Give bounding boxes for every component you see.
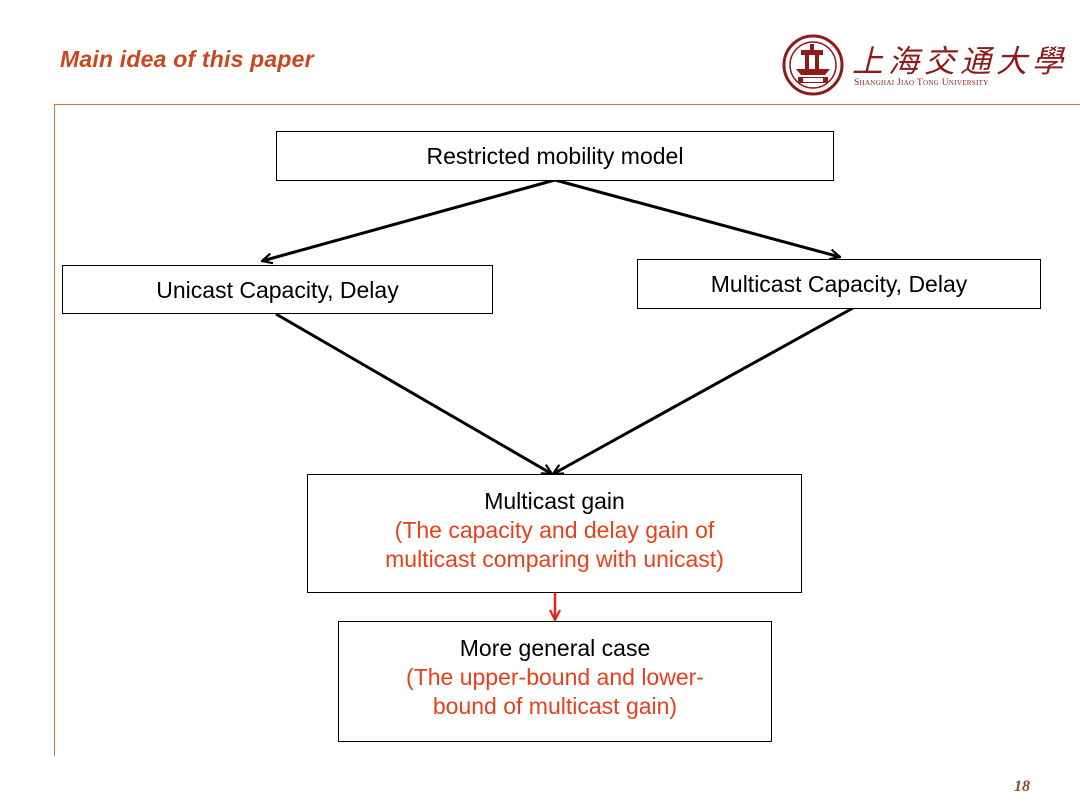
- slide-title: Main idea of this paper: [60, 46, 314, 72]
- arrow-unicast-to-gain: [275, 312, 552, 476]
- node-label: Multicast gain: [484, 488, 625, 514]
- node-note-line: multicast comparing with unicast): [385, 546, 724, 572]
- university-seal-icon: [782, 34, 844, 96]
- left-rule: [54, 104, 55, 756]
- logo-chinese-name: 上海交通大學: [852, 44, 1068, 80]
- logo-english-name: Shanghai Jiao Tong University: [854, 78, 989, 88]
- node-note-line: bound of multicast gain): [432, 693, 678, 719]
- node-restricted-mobility-model: Restricted mobility model: [276, 131, 834, 181]
- node-unicast-capacity-delay: Unicast Capacity, Delay: [62, 265, 493, 314]
- node-label: More general case: [459, 635, 651, 661]
- university-logo: 上海交通大學 Shanghai Jiao Tong University: [778, 34, 1063, 96]
- node-note-line: (The capacity and delay gain of: [394, 517, 715, 543]
- arrow-root-to-multicast: [554, 178, 840, 257]
- arrow-root-to-unicast: [262, 178, 556, 261]
- node-note-line: (The upper-bound and lower-: [406, 664, 704, 690]
- node-multicast-capacity-delay: Multicast Capacity, Delay: [637, 259, 1041, 309]
- node-more-general-case: More general case (The upper-bound and l…: [338, 621, 772, 742]
- node-label: Restricted mobility model: [426, 143, 684, 169]
- node-multicast-gain: Multicast gain (The capacity and delay g…: [307, 474, 802, 593]
- header-rule: [54, 104, 1080, 105]
- page-number: 18: [1014, 778, 1030, 795]
- node-label: Multicast Capacity, Delay: [710, 271, 968, 297]
- arrow-multicast-to-gain: [553, 306, 854, 476]
- node-label: Unicast Capacity, Delay: [156, 277, 399, 303]
